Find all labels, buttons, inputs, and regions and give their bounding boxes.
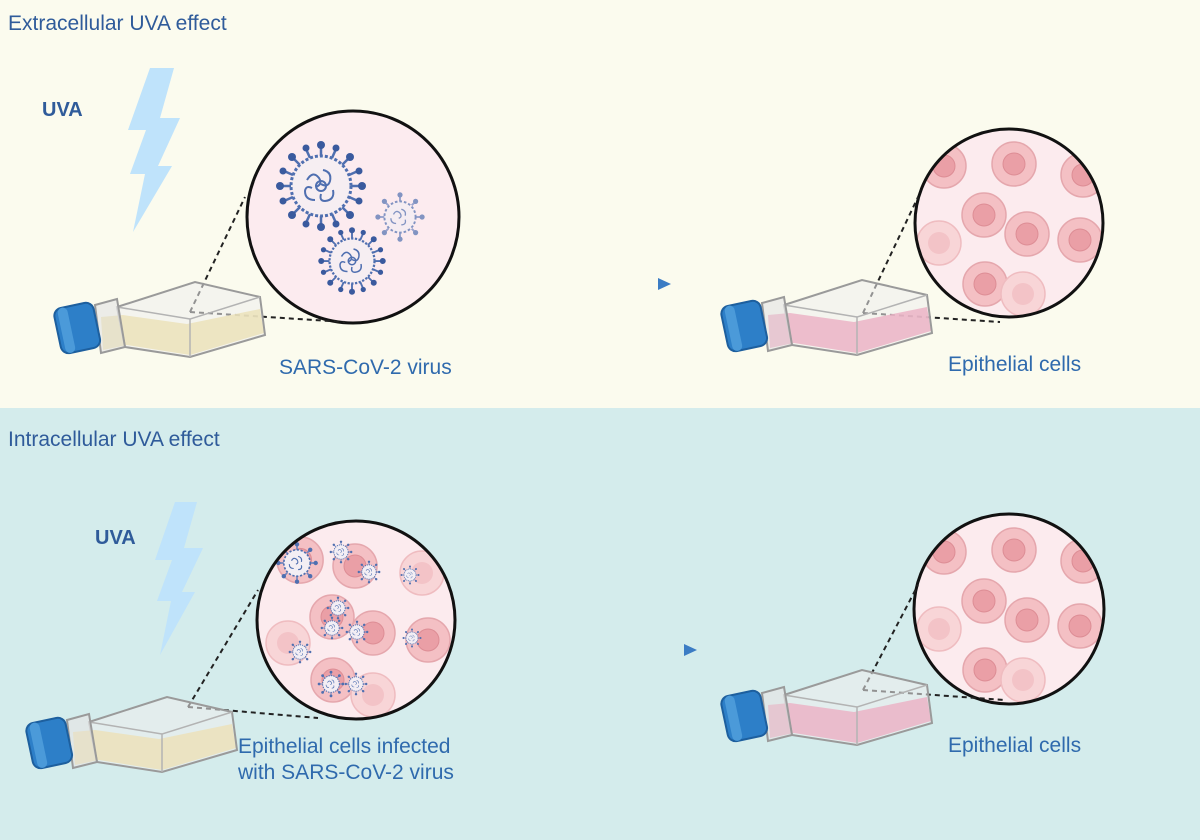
infected-cells-caption: Epithelial cells infected with SARS-CoV-… [238, 734, 454, 786]
virus-icon [288, 640, 312, 664]
culture-flask-icon [51, 281, 266, 358]
virus-icon [275, 541, 319, 585]
virus-caption: SARS-CoV-2 virus [279, 356, 452, 379]
uva-label: UVA [95, 527, 136, 549]
virus-icon [326, 596, 350, 620]
infected-cells-caption-line2: with SARS-CoV-2 virus [238, 761, 454, 784]
virus-icon [345, 620, 369, 644]
lightning-icon [155, 502, 203, 655]
virus-icon [317, 670, 345, 698]
cell-magnifier-circle [913, 127, 1105, 319]
epithelial-cells-caption: Epithelial cells [948, 734, 1082, 757]
intracellular-panel-title: Intracellular UVA effect [8, 428, 220, 451]
virus-icon [374, 191, 426, 243]
virus-icon [274, 139, 368, 233]
virus-icon [344, 672, 368, 696]
virus-icon [357, 560, 381, 584]
infected-cells-magnifier-circle [255, 519, 457, 721]
arrow-right-icon [566, 644, 697, 656]
arrow-right-icon [540, 278, 671, 290]
virus-magnifier-circle [245, 109, 461, 325]
virus-icon [402, 628, 422, 648]
epithelial-cells-caption: Epithelial cells [948, 353, 1082, 376]
virus-icon [320, 616, 344, 640]
lightning-icon [128, 68, 180, 232]
extracellular-panel-title: Extracellular UVA effect [8, 12, 227, 35]
culture-flask-icon [718, 279, 933, 356]
virus-icon [329, 540, 353, 564]
cell-magnifier-circle [912, 512, 1106, 706]
culture-flask-icon [23, 696, 238, 773]
virus-icon [400, 565, 420, 585]
uva-label: UVA [42, 99, 83, 121]
culture-flask-icon [718, 669, 933, 746]
virus-icon [317, 226, 387, 296]
infected-cells-caption-line1: Epithelial cells infected [238, 735, 451, 758]
